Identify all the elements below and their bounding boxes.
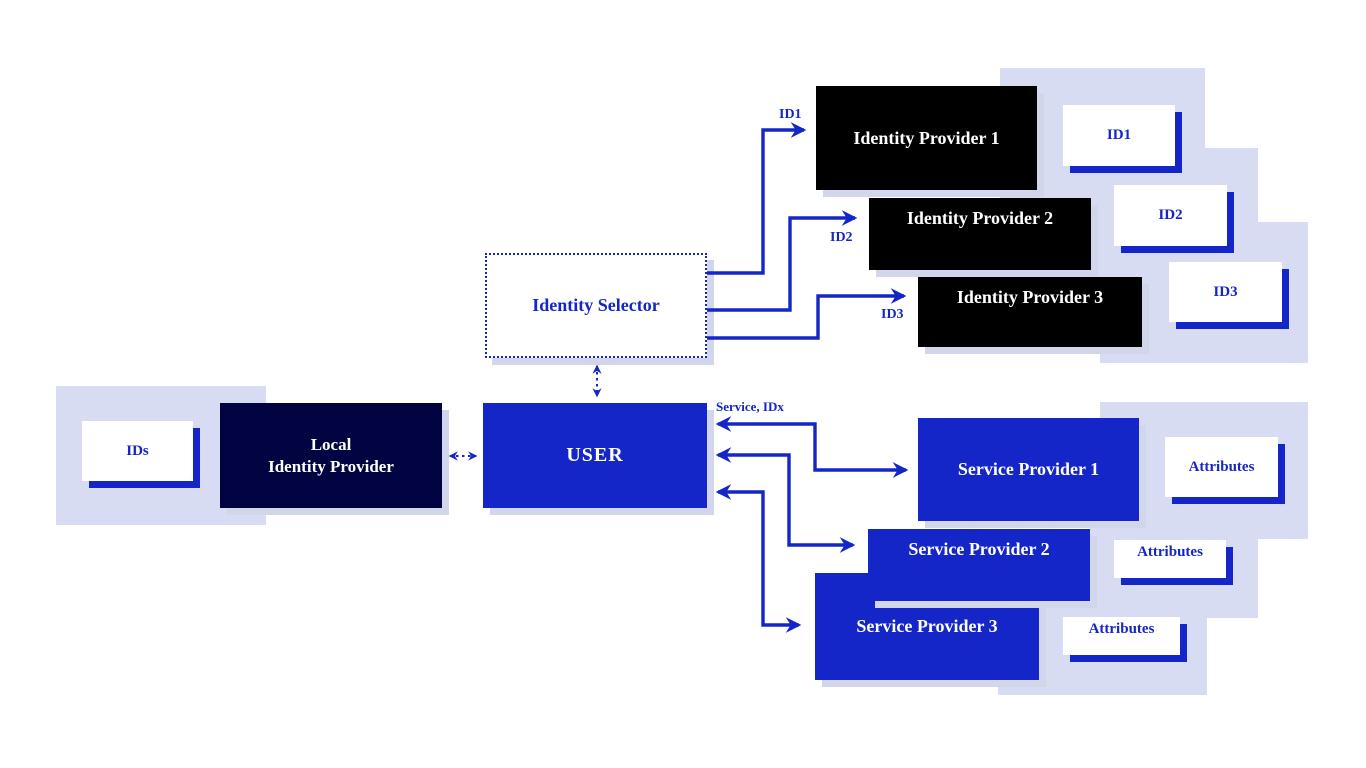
identity-provider-2-label: Identity Provider 2: [906, 208, 1054, 228]
identity-provider-3-box: Identity Provider 3: [918, 277, 1142, 347]
local-idp-line1: Local: [310, 435, 352, 455]
user-box: USER: [483, 403, 707, 508]
attributes2-card: Attributes: [1114, 540, 1226, 578]
ids-card: IDs: [82, 421, 193, 481]
arrow-label-id3: ID3: [881, 307, 904, 322]
identity-provider-1-label: Identity Provider 1: [853, 127, 1000, 148]
attributes1-card: Attributes: [1165, 437, 1278, 497]
service-provider-2-label: Service Provider 2: [908, 539, 1050, 559]
id1-card-label: ID1: [1106, 127, 1132, 143]
attributes2-card-label: Attributes: [1137, 544, 1203, 560]
identity-selector-box: Identity Selector: [485, 253, 707, 358]
identity-provider-1-box: Identity Provider 1: [816, 86, 1037, 190]
attributes3-card: Attributes: [1063, 617, 1180, 655]
arrow-user-sp2: [715, 447, 856, 553]
local-identity-provider-label: Local Identity Provider: [268, 434, 394, 477]
service-provider-2-box: Service Provider 2: [868, 529, 1090, 601]
local-idp-line2: Identity Provider: [268, 456, 394, 476]
arrow-label-id2: ID2: [830, 230, 853, 245]
local-identity-provider-box: Local Identity Provider: [220, 403, 442, 508]
id2-card: ID2: [1114, 185, 1227, 246]
identity-provider-3-label: Identity Provider 3: [956, 287, 1104, 307]
attributes3-card-label: Attributes: [1088, 621, 1155, 637]
arrow-selector-to-idp1: [707, 122, 807, 275]
attributes1-card-label: Attributes: [1188, 458, 1255, 475]
service-provider-3-label: Service Provider 3: [856, 616, 998, 637]
service-provider-1-label: Service Provider 1: [957, 459, 1100, 480]
arrow-user-sp3: [715, 484, 802, 633]
ids-card-label: IDs: [126, 442, 149, 459]
id3-card-label: ID3: [1213, 283, 1238, 300]
identity-provider-2-box: Identity Provider 2: [869, 198, 1091, 270]
arrow-label-service-idx: Service, IDx: [716, 399, 784, 414]
user-label: USER: [566, 444, 624, 466]
id1-card: ID1: [1063, 105, 1175, 166]
identity-selector-label: Identity Selector: [532, 295, 660, 315]
arrow-user-sp1: [715, 416, 909, 478]
id2-card-label: ID2: [1158, 207, 1183, 223]
id3-card: ID3: [1169, 262, 1282, 322]
arrow-label-id1: ID1: [779, 107, 802, 122]
service-provider-1-box: Service Provider 1: [918, 418, 1139, 521]
arrow-selector-to-idp3: [707, 288, 907, 340]
